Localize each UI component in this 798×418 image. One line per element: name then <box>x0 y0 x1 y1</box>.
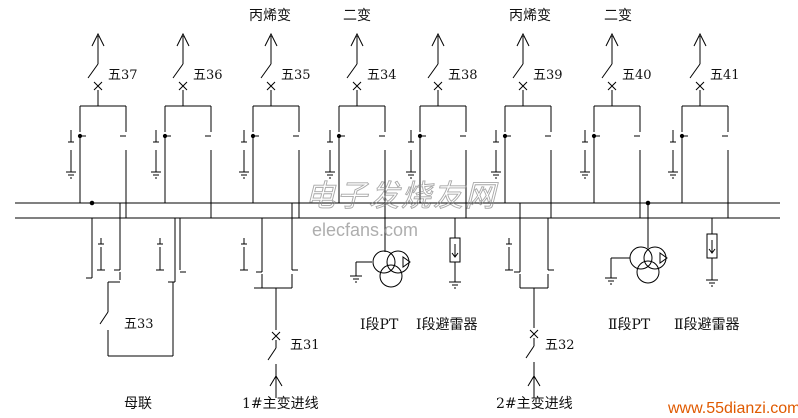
bottom-label-pt-2: Ⅱ段PT <box>608 317 651 333</box>
bottom-label-incoming-1: 1#主变进线 <box>242 396 319 412</box>
watermark-site: www.55dianzi.com <box>667 400 798 417</box>
top-label-1: 丙烯变 <box>249 8 291 24</box>
breaker-blade-2 <box>172 63 184 79</box>
junction-dot-5 <box>417 133 423 139</box>
breaker-label-top-1: 五37 <box>108 68 138 83</box>
top-label-3: 丙烯变 <box>509 8 551 24</box>
breaker-label-top-2: 五36 <box>193 68 223 83</box>
breaker-blade-4 <box>346 63 358 79</box>
junction-dot-1 <box>77 133 83 139</box>
bus-tie-bay <box>86 203 186 357</box>
feeder-arrow-6 <box>516 32 530 47</box>
breaker-cross-4 <box>352 81 362 91</box>
watermark-en: elecfans.com <box>312 220 418 240</box>
breaker-cross-7 <box>607 81 617 91</box>
top-label-2: 二变 <box>343 8 371 24</box>
breaker-label-top-8: 五41 <box>710 68 740 83</box>
bus-junction-1 <box>89 200 95 206</box>
breaker-cross-1 <box>93 81 103 91</box>
breaker-b31-mark <box>271 331 281 341</box>
feeder-arrow-4 <box>350 32 364 47</box>
junction-dot-6 <box>502 133 508 139</box>
breaker-cross-5 <box>433 81 443 91</box>
incoming-1-bay <box>240 203 298 398</box>
breaker-b32-mark <box>529 329 539 339</box>
breaker-blade-1 <box>87 63 99 79</box>
bottom-label-bus-tie: 母联 <box>124 396 152 412</box>
breaker-label-top-4: 五34 <box>367 68 397 83</box>
breaker-blade-7 <box>601 63 613 79</box>
breaker-blade-6 <box>512 63 524 79</box>
junction-dot-8 <box>679 133 685 139</box>
incoming-2-bay <box>505 203 554 398</box>
breaker-blade-5 <box>427 63 439 79</box>
breaker-cross-3 <box>266 81 276 91</box>
junction-dot-7 <box>591 133 597 139</box>
breaker-blade-3 <box>260 63 272 79</box>
breaker-label-top-5: 五38 <box>448 68 478 83</box>
feeder-arrow-7 <box>605 32 619 47</box>
breaker-label-b32: 五32 <box>545 338 575 353</box>
feeder-arrow-8 <box>693 32 707 47</box>
breaker-label-b33: 五33 <box>124 317 154 332</box>
arrester-2-bay <box>706 218 718 287</box>
breaker-blade-8 <box>689 63 701 79</box>
breaker-cross-8 <box>695 81 705 91</box>
bottom-label-pt-1: Ⅰ段PT <box>360 317 399 333</box>
pt-2-bay <box>605 203 668 285</box>
breaker-label-top-7: 五40 <box>622 68 652 83</box>
junction-dot-2 <box>162 133 168 139</box>
feeder-arrow-1 <box>91 32 105 47</box>
incoming-2-arrow <box>527 375 541 387</box>
watermark-cn: 电子发烧友网 <box>305 179 499 214</box>
bottom-label-arrester-1: Ⅰ段避雷器 <box>416 317 478 333</box>
breaker-cross-6 <box>518 81 528 91</box>
top-label-4: 二变 <box>604 8 632 24</box>
feeder-arrow-2 <box>176 32 190 47</box>
breaker-cross-2 <box>178 81 188 91</box>
bottom-label-incoming-2: 2#主变进线 <box>496 396 573 412</box>
pt-1-bay <box>350 218 411 288</box>
feeder-bays: 五37 五36 五35 五34 五38 五39 五40 五41 <box>66 32 740 218</box>
breaker-label-top-6: 五39 <box>533 68 563 83</box>
junction-dot-4 <box>336 133 342 139</box>
breaker-label-top-3: 五35 <box>281 68 311 83</box>
breaker-b33-blade <box>99 311 109 325</box>
breaker-label-b31: 五31 <box>290 338 320 353</box>
arrester-1-bay <box>449 218 461 289</box>
bottom-label-arrester-2: Ⅱ段避雷器 <box>674 317 740 333</box>
junction-dot-3 <box>250 133 256 139</box>
incoming-1-arrow <box>269 375 283 387</box>
feeder-arrow-5 <box>431 32 445 47</box>
feeder-arrow-3 <box>264 32 278 47</box>
